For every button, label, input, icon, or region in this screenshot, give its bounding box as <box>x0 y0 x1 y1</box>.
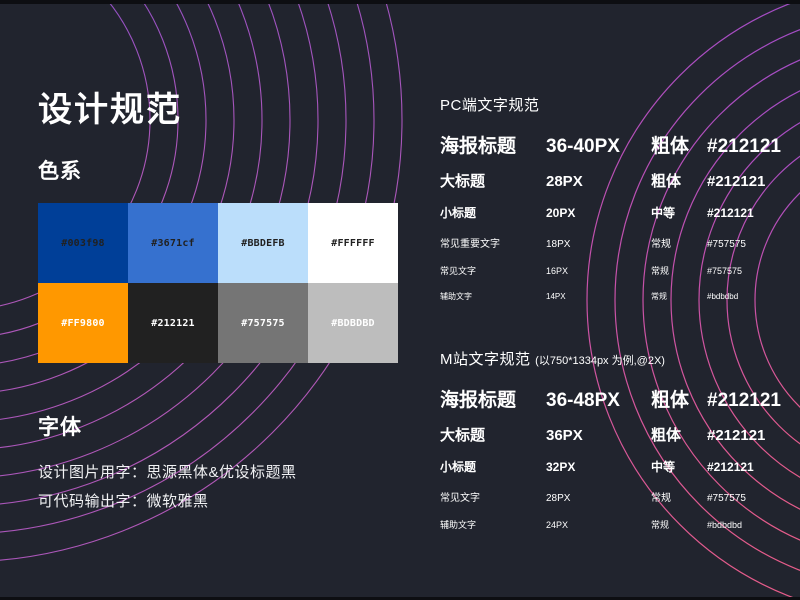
spec-row: 大标题 28PX 粗体 #212121 <box>440 170 785 191</box>
font-section-heading: 字体 <box>38 416 82 440</box>
spec-size: 18PX <box>546 239 571 250</box>
spec-label: 小标题 <box>440 206 477 220</box>
spec-row: 辅助文字 24PX 常规 #bdbdbd <box>440 518 785 531</box>
swatch-hex-label: #FFFFFF <box>331 237 375 249</box>
spec-label: 常见文字 <box>440 266 477 276</box>
spec-weight: 常规 <box>651 239 671 250</box>
spec-size: 28PX <box>546 493 571 504</box>
color-swatch: #212121 <box>128 283 218 364</box>
page-title: 设计规范 <box>38 91 182 129</box>
spec-color: #212121 <box>707 136 781 157</box>
spec-color: #212121 <box>707 206 754 220</box>
spec-weight: 中等 <box>651 460 676 474</box>
spec-size: 20PX <box>546 206 576 220</box>
swatch-hex-label: #BDBDBD <box>331 317 375 329</box>
swatch-hex-label: #757575 <box>241 317 285 329</box>
color-swatch: #757575 <box>218 283 308 364</box>
spec-weight: 粗体 <box>651 173 682 190</box>
spec-row: 辅助文字 14PX 常规 #bdbdbd <box>440 291 785 302</box>
spec-label: 小标题 <box>440 460 477 474</box>
spec-row: 海报标题 36-40PX 粗体 #212121 <box>440 131 785 158</box>
spec-weight: 常规 <box>651 520 670 530</box>
spec-size: 16PX <box>546 266 569 276</box>
swatch-hex-label: #FF9800 <box>61 317 105 329</box>
m-spec-block: M站文字规范 (以750*1334px 为例,@2X) 海报标题 36-48PX… <box>440 348 785 531</box>
left-column: 设计规范 色系 #003f98 #3671cf #BBDEFB #FFFFFF … <box>38 91 418 516</box>
color-swatch: #FF9800 <box>38 283 128 364</box>
spec-size: 24PX <box>546 520 569 530</box>
swatch-hex-label: #3671cf <box>151 237 195 249</box>
spec-row: 常见重要文字 18PX 常规 #757575 <box>440 235 785 250</box>
color-swatch: #3671cf <box>128 203 218 284</box>
color-swatch-grid: #003f98 #3671cf #BBDEFB #FFFFFF #FF9800 … <box>38 203 398 364</box>
spec-label: 辅助文字 <box>440 520 477 530</box>
spec-color: #bdbdbd <box>707 520 743 530</box>
spec-label: 大标题 <box>440 173 486 190</box>
spec-color: #212121 <box>707 173 766 190</box>
pc-spec-block: PC端文字规范 海报标题 36-40PX 粗体 #212121 大标题 28PX… <box>440 94 785 302</box>
spec-row: 常见文字 28PX 常规 #757575 <box>440 489 785 504</box>
spec-color: #212121 <box>707 390 781 411</box>
spec-weight: 粗体 <box>651 427 682 444</box>
color-swatch: #003f98 <box>38 203 128 284</box>
spec-weight: 常规 <box>651 266 670 276</box>
spec-size: 14PX <box>546 292 566 301</box>
font-usage-design: 设计图片用字：思源黑体&优设标题黑 <box>38 464 297 482</box>
spec-size: 28PX <box>546 173 583 190</box>
spec-color: #bdbdbd <box>707 292 739 301</box>
color-swatch: #BDBDBD <box>308 283 398 364</box>
spec-weight: 粗体 <box>651 390 690 411</box>
m-spec-title-text: M站文字规范 <box>440 351 531 368</box>
spec-size: 36PX <box>546 427 583 444</box>
spec-size: 32PX <box>546 460 576 474</box>
pc-spec-title: PC端文字规范 <box>440 94 785 115</box>
bottom-edge-bar <box>0 597 800 600</box>
spec-row: 小标题 32PX 中等 #212121 <box>440 458 785 475</box>
spec-weight: 常规 <box>651 493 671 504</box>
spec-row: 小标题 20PX 中等 #212121 <box>440 204 785 221</box>
color-swatch: #BBDEFB <box>218 203 308 284</box>
spec-label: 常见重要文字 <box>440 239 500 250</box>
spec-color: #212121 <box>707 427 766 444</box>
top-edge-bar <box>0 0 800 4</box>
font-section: 字体 设计图片用字：思源黑体&优设标题黑 可代码输出字：微软雅黑 <box>38 411 418 516</box>
swatch-hex-label: #212121 <box>151 317 195 329</box>
font-usage-code: 可代码输出字：微软雅黑 <box>38 492 209 510</box>
spec-label: 常见文字 <box>440 493 480 504</box>
spec-row: 常见文字 16PX 常规 #757575 <box>440 264 785 277</box>
swatch-hex-label: #BBDEFB <box>241 237 285 249</box>
spec-label: 海报标题 <box>440 390 517 411</box>
m-spec-title-note: (以750*1334px 为例,@2X) <box>535 355 665 367</box>
spec-color: #212121 <box>707 460 754 474</box>
spec-row: 大标题 36PX 粗体 #212121 <box>440 424 785 445</box>
spec-label: 大标题 <box>440 427 486 444</box>
spec-label: 辅助文字 <box>440 292 472 301</box>
right-column: PC端文字规范 海报标题 36-40PX 粗体 #212121 大标题 28PX… <box>440 94 785 545</box>
spec-color: #757575 <box>707 266 743 276</box>
pc-spec-title-text: PC端文字规范 <box>440 97 540 114</box>
spec-size: 36-48PX <box>546 390 620 411</box>
color-section-heading: 色系 <box>38 160 82 184</box>
spec-weight: 中等 <box>651 206 676 220</box>
spec-color: #757575 <box>707 239 746 250</box>
swatch-hex-label: #003f98 <box>61 237 105 249</box>
color-swatch: #FFFFFF <box>308 203 398 284</box>
m-spec-title: M站文字规范 (以750*1334px 为例,@2X) <box>440 348 785 369</box>
spec-color: #757575 <box>707 493 746 504</box>
spec-label: 海报标题 <box>440 136 517 157</box>
spec-row: 海报标题 36-48PX 粗体 #212121 <box>440 385 785 412</box>
spec-size: 36-40PX <box>546 136 620 157</box>
spec-weight: 常规 <box>651 292 667 301</box>
spec-weight: 粗体 <box>651 136 690 157</box>
